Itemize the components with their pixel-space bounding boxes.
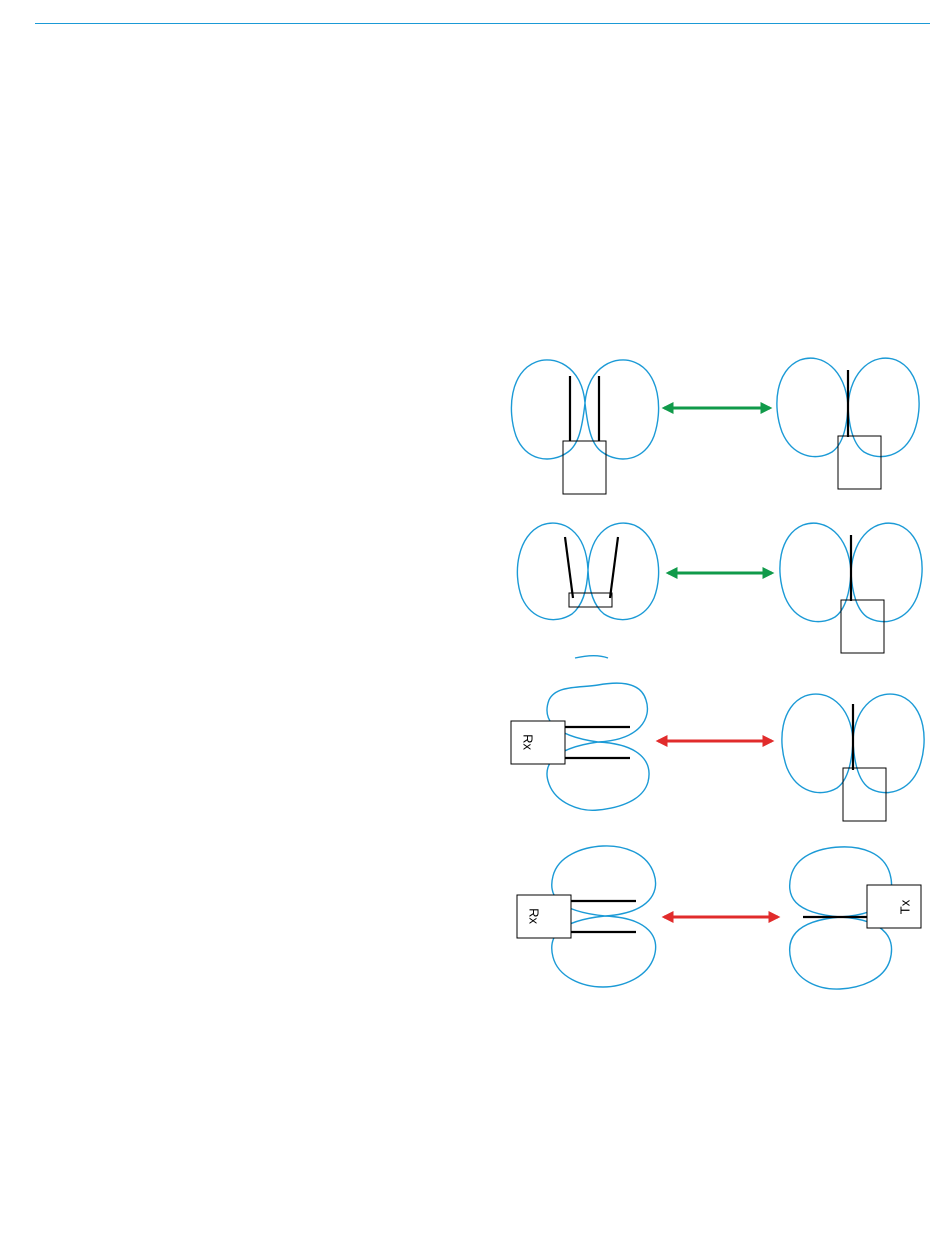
device-box [563, 441, 606, 494]
device-box [841, 600, 884, 653]
receiver-label: Rx [521, 734, 536, 750]
radiation-pattern-top-cap [575, 656, 608, 658]
row2-left-unit [517, 523, 658, 620]
radiation-pattern [511, 360, 658, 459]
row1-right-unit [777, 358, 919, 489]
antenna-element-right [610, 537, 618, 598]
receiver-box [517, 895, 571, 938]
receiver-label: Rx [527, 908, 542, 924]
row3-left-unit: Rx [511, 656, 649, 811]
receiver-box [511, 721, 565, 764]
row2-right-unit [780, 523, 922, 653]
transmitter-label: Tx [897, 899, 912, 914]
row-3: Rx [511, 656, 924, 821]
antenna-element-left [565, 537, 573, 598]
row4-left-unit: Rx [517, 846, 656, 987]
row4-right-unit: Tx [790, 847, 921, 989]
device-box [569, 593, 612, 607]
row1-left-unit [511, 360, 658, 494]
row-1 [511, 358, 919, 494]
device-box [838, 436, 881, 489]
transmitter-box [867, 885, 921, 928]
radiation-pattern [517, 523, 658, 620]
row-4: Rx Tx [517, 846, 921, 989]
device-box [843, 768, 886, 821]
row3-right-unit [782, 694, 924, 821]
row-2 [517, 523, 922, 653]
